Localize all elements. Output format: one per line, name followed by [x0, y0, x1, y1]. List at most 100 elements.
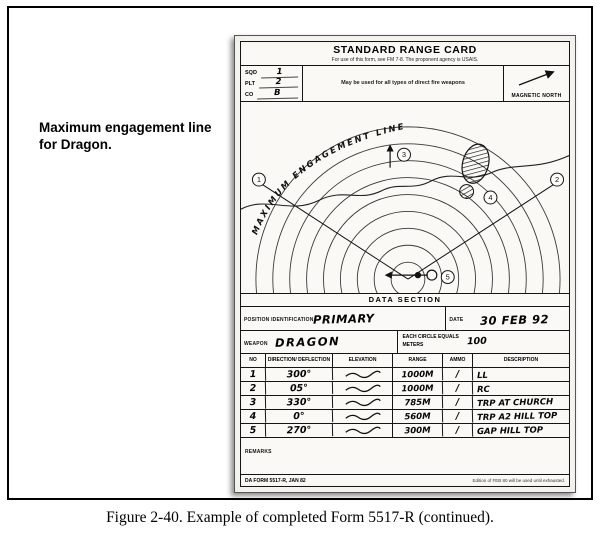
target-marker-2: 2 [550, 172, 565, 187]
row-description: TRP A2 HILL TOP [476, 410, 558, 423]
row-no: 3 [240, 395, 267, 409]
svg-text:3: 3 [402, 150, 406, 159]
row-ammo: / [442, 423, 474, 437]
row-range: 1000M [392, 380, 444, 396]
elevation-mark-handwritten [333, 367, 393, 381]
remarks-section: REMARKS [241, 438, 569, 475]
date-field: DATE 30 FEB 92 [445, 306, 569, 330]
weapon-label: WEAPON [244, 340, 268, 347]
row-ammo: / [442, 409, 474, 423]
row-description: TRP AT CHURCH [476, 396, 554, 409]
row-no: 4 [240, 409, 267, 423]
circle-equals-field: EACH CIRCLE EQUALS METERS 100 [398, 331, 569, 353]
squad-value-handwritten: 1 [260, 66, 299, 78]
elevation-mark-handwritten [333, 409, 393, 423]
circle-equals-value-handwritten: 100 [466, 335, 487, 348]
squad-label: SQD [245, 70, 257, 76]
row-range: 560M [392, 408, 444, 424]
table-row: 1 300° 1000M / LL [240, 366, 569, 382]
data-section-header: DATA SECTION [241, 294, 569, 307]
position-identification-value-handwritten: PRIMARY [312, 310, 375, 327]
row-no: 5 [240, 423, 267, 437]
platoon-value-handwritten: 2 [258, 77, 299, 89]
dead-space-small-circle [459, 183, 475, 199]
row-direction: 270° [265, 422, 334, 438]
svg-text:2: 2 [555, 175, 559, 184]
position-identification-field: POSITION IDENTIFICATION PRIMARY [241, 307, 445, 330]
edition-note: Edition of FEB 80 will be used until exh… [472, 478, 565, 483]
row-description: LL [476, 369, 488, 381]
row-ammo: / [442, 381, 474, 395]
company-value-handwritten: B [257, 88, 299, 100]
unit-designation-box: SQD 1 PLT 2 CO B [241, 65, 303, 101]
row-ammo: / [442, 367, 474, 381]
dead-space-hatched-area [461, 143, 490, 184]
target-marker-5: 5 [440, 269, 455, 284]
date-value-handwritten: 30 FEB 92 [480, 311, 550, 328]
row-range: 785M [392, 394, 444, 410]
magnetic-north-box: MAGNETIC NORTH [503, 65, 569, 101]
figure-caption: Figure 2-40. Example of completed Form 5… [106, 509, 494, 526]
target-marker-3: 3 [397, 147, 411, 162]
weapon-field: WEAPON DRAGON [241, 330, 399, 353]
magnetic-north-arrow-icon [518, 69, 555, 86]
col-header-ammo: AMMO [443, 353, 473, 367]
range-card: STANDARD RANGE CARD For use of this form… [234, 35, 576, 493]
platoon-field: PLT 2 [245, 77, 299, 89]
svg-text:1: 1 [257, 175, 261, 184]
date-label: DATE [449, 316, 464, 323]
col-header-elevation: ELEVATION [333, 353, 393, 367]
row-range: 300M [392, 422, 444, 438]
form-title: STANDARD RANGE CARD [333, 44, 477, 56]
left-sector-limit-line [260, 182, 409, 279]
position-identification-label: POSITION IDENTIFICATION [244, 316, 314, 323]
row-direction: 330° [265, 394, 334, 410]
sketch-svg: 1 2 3 4 [241, 120, 569, 293]
magnetic-north-label: MAGNETIC NORTH [511, 93, 562, 99]
usage-note: May be used for all types of direct fire… [341, 80, 465, 86]
usage-note-cell: May be used for all types of direct fire… [303, 66, 503, 101]
circle-equals-label: EACH CIRCLE EQUALS METERS [402, 334, 459, 348]
weapon-value-handwritten: DRAGON [274, 333, 341, 350]
elevation-mark-handwritten [333, 423, 393, 437]
target-marker-1: 1 [251, 172, 266, 187]
elevation-mark-handwritten [333, 395, 393, 409]
svg-text:5: 5 [446, 272, 450, 281]
row-no: 1 [240, 367, 267, 381]
row-range: 1000M [392, 366, 444, 382]
terrain-line [241, 154, 569, 210]
figure-side-note: Maximum engagement line for Dragon. [39, 120, 212, 152]
range-card-sketch: 1 2 3 4 [241, 102, 569, 294]
figure-frame: Maximum engagement line for Dragon. STAN… [7, 6, 593, 500]
table-row: 5 270° 300M / GAP HILL TOP [240, 422, 569, 438]
remarks-label: REMARKS [245, 448, 272, 455]
target-marker-4: 4 [483, 190, 498, 204]
col-header-direction-deflection: DIRECTION/ DEFLECTION [266, 353, 333, 367]
elevation-mark-handwritten [333, 381, 393, 395]
squad-field: SQD 1 [245, 66, 299, 78]
col-header-description: DESCRIPTION [503, 357, 539, 363]
row-direction: 0° [265, 408, 334, 424]
row-description: GAP HILL TOP [476, 424, 544, 437]
position-identification-row: POSITION IDENTIFICATION PRIMARY DATE 30 … [241, 306, 569, 331]
form-meta-row: SQD 1 PLT 2 CO B May be used for all typ… [241, 65, 569, 102]
platoon-label: PLT [245, 80, 255, 87]
range-card-form: STANDARD RANGE CARD For use of this form… [240, 41, 570, 487]
row-ammo: / [442, 395, 474, 409]
table-row: 4 0° 560M / TRP A2 HILL TOP [240, 408, 569, 424]
right-sector-limit-line [407, 182, 556, 279]
form-number: DA FORM 5517-R, JAN 82 [245, 477, 306, 484]
col-header-range: RANGE [393, 353, 443, 367]
row-direction: 300° [265, 366, 334, 382]
col-header-no: NO [241, 353, 266, 367]
row-direction: 05° [265, 380, 334, 396]
table-row: 2 05° 1000M / RC [240, 380, 569, 396]
svg-text:4: 4 [488, 192, 492, 201]
row-no: 2 [240, 381, 267, 395]
max-engagement-line-label: MAXIMUM ENGAGEMENT LINE [249, 120, 406, 235]
company-field: CO B [245, 88, 299, 100]
weapon-row: WEAPON DRAGON EACH CIRCLE EQUALS METERS … [241, 330, 569, 354]
form-footer: DA FORM 5517-R, JAN 82 Edition of FEB 80… [241, 475, 569, 486]
table-header-row: NO DIRECTION/ DEFLECTION ELEVATION RANGE… [241, 353, 569, 368]
table-row: 3 330° 785M / TRP AT CHURCH [240, 394, 569, 410]
